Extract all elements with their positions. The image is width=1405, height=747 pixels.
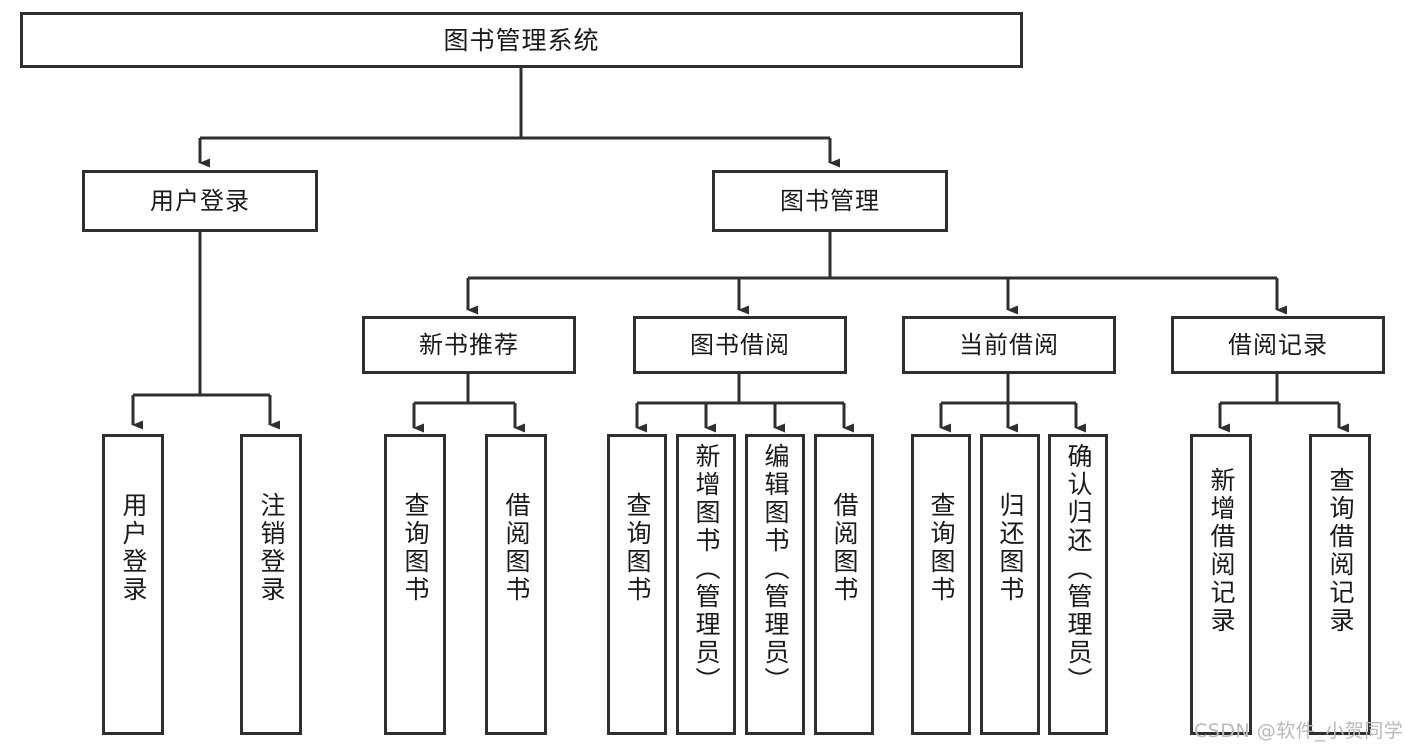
node-label: 用户登录 (119, 492, 148, 604)
node-root-book-management-system[interactable]: 图书管理系统 (20, 12, 1023, 68)
node-label: 查询图书 (927, 492, 956, 604)
node-book-manage[interactable]: 图书管理 (712, 170, 948, 232)
node-label: 借阅图书 (502, 492, 531, 604)
node-new-book-recommend[interactable]: 新书推荐 (362, 316, 576, 374)
node-leaf-logout[interactable]: 注销登录 (240, 434, 302, 735)
node-label: 编辑图书（管理员） (761, 443, 790, 695)
node-book-borrow[interactable]: 图书借阅 (633, 316, 847, 374)
node-label: 新书推荐 (419, 331, 519, 359)
node-label: 用户登录 (150, 187, 250, 215)
node-leaf-add-book[interactable]: 新增图书（管理员） (676, 434, 736, 735)
node-label: 借阅图书 (830, 492, 859, 604)
node-label: 图书管理 (780, 187, 880, 215)
node-leaf-query-book-1[interactable]: 查询图书 (384, 434, 446, 735)
node-borrow-record[interactable]: 借阅记录 (1171, 316, 1385, 374)
node-label: 图书管理系统 (443, 25, 600, 55)
node-leaf-return-book[interactable]: 归还图书 (980, 434, 1040, 735)
node-current-borrow[interactable]: 当前借阅 (902, 316, 1116, 374)
node-label: 注销登录 (257, 492, 286, 604)
node-label: 归还图书 (996, 492, 1025, 604)
node-label: 确认归还（管理员） (1064, 443, 1093, 695)
node-leaf-user-login[interactable]: 用户登录 (102, 434, 164, 735)
node-leaf-confirm-return[interactable]: 确认归还（管理员） (1048, 434, 1108, 735)
node-user-login[interactable]: 用户登录 (82, 170, 318, 232)
node-leaf-borrow-book-2[interactable]: 借阅图书 (814, 434, 874, 735)
node-leaf-borrow-book-1[interactable]: 借阅图书 (485, 434, 547, 735)
node-label: 当前借阅 (959, 331, 1059, 359)
node-leaf-query-book-3[interactable]: 查询图书 (911, 434, 971, 735)
node-label: 查询图书 (401, 492, 430, 604)
csdn-watermark: CSDN @软件_小贺同学 (1194, 720, 1404, 742)
node-label: 图书借阅 (690, 331, 790, 359)
node-leaf-query-record[interactable]: 查询借阅记录 (1309, 434, 1371, 735)
node-leaf-edit-book[interactable]: 编辑图书（管理员） (745, 434, 805, 735)
node-leaf-add-record[interactable]: 新增借阅记录 (1190, 434, 1252, 735)
node-label: 新增借阅记录 (1207, 467, 1236, 635)
node-label: 借阅记录 (1228, 331, 1328, 359)
node-label: 查询图书 (623, 492, 652, 604)
node-label: 新增图书（管理员） (692, 443, 721, 695)
node-label: 查询借阅记录 (1326, 467, 1355, 635)
node-leaf-query-book-2[interactable]: 查询图书 (607, 434, 667, 735)
